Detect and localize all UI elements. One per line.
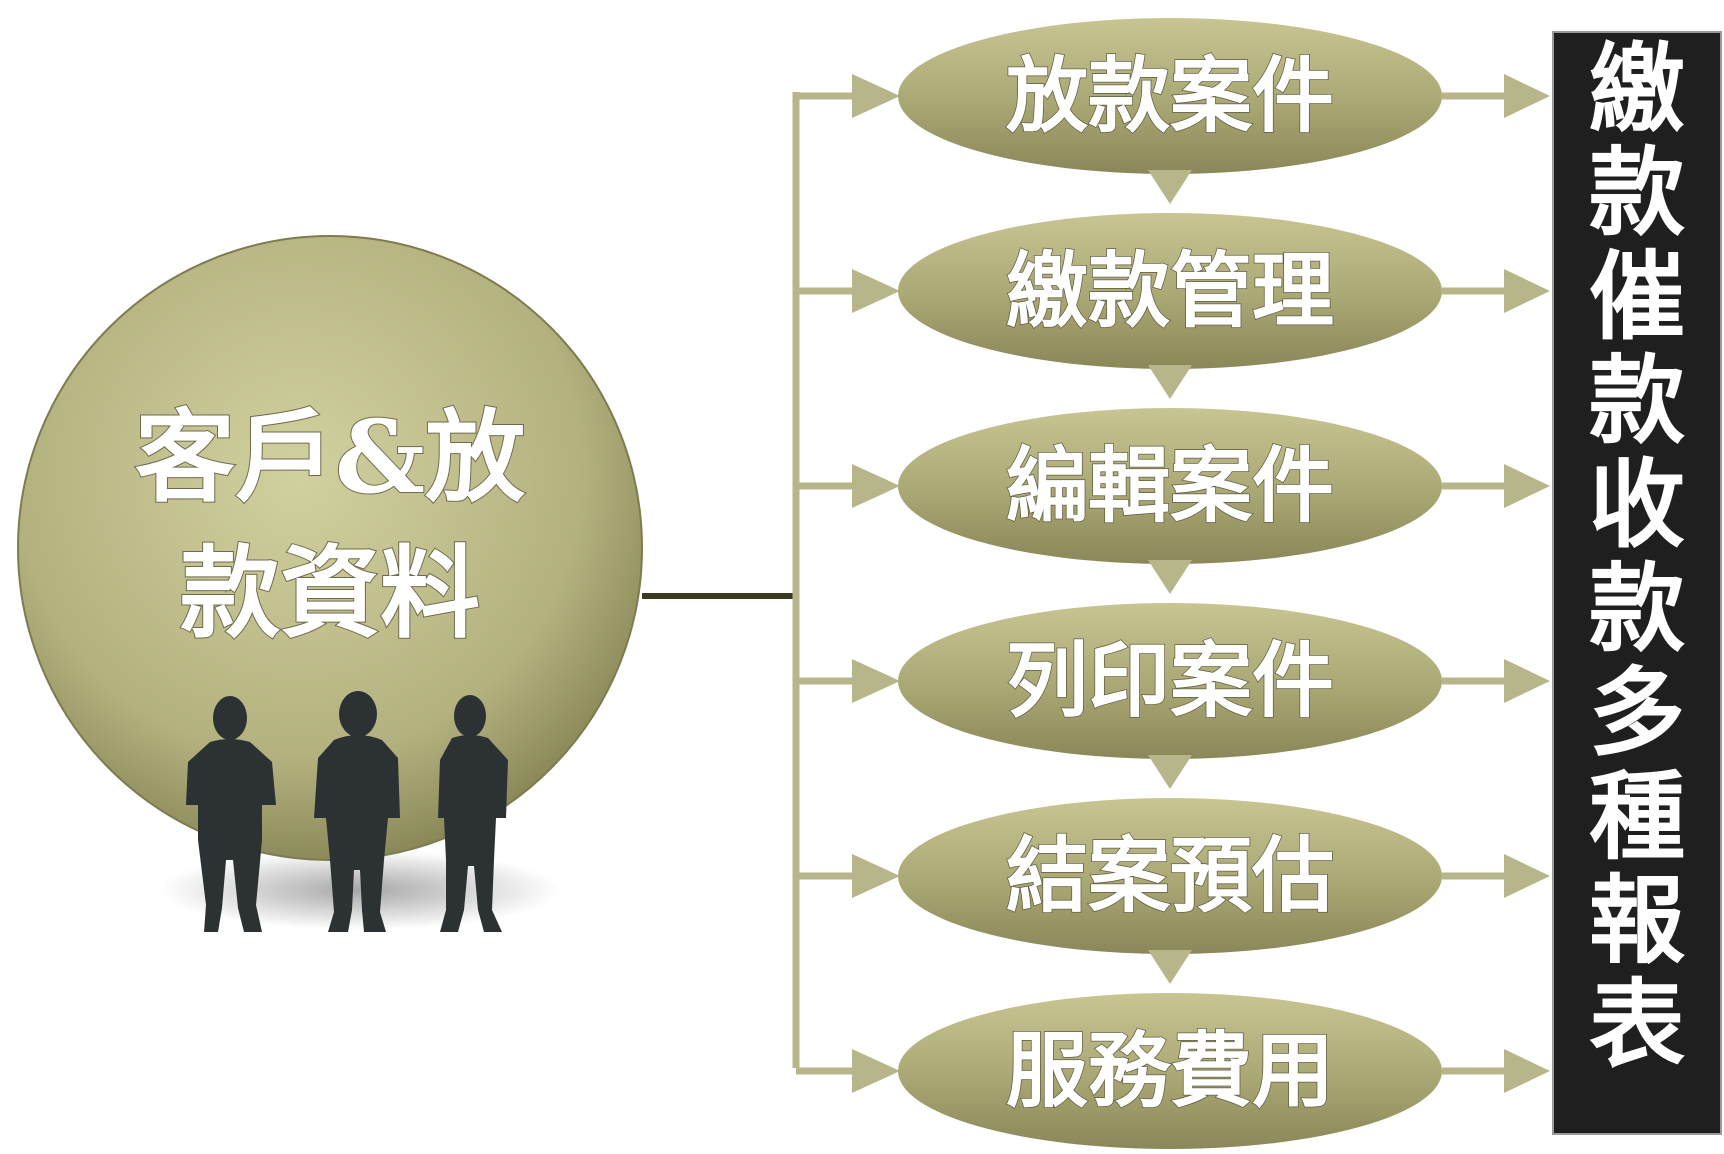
arrow-right-icon <box>852 854 900 898</box>
person-silhouette-1 <box>186 696 276 932</box>
report-title-char: 多 <box>1589 656 1685 769</box>
source-label-line1: 客戶&放 <box>135 398 525 516</box>
module-ellipse <box>898 213 1442 369</box>
report-title-char: 表 <box>1589 968 1685 1081</box>
arrow-down-icon <box>1148 755 1192 789</box>
module-node: 列印案件 <box>796 603 1550 789</box>
arrow-right-icon <box>1504 854 1550 898</box>
module-ellipse <box>898 993 1442 1149</box>
report-title-char: 報 <box>1589 864 1685 977</box>
arrow-right-icon <box>1504 269 1550 313</box>
report-title-char: 繳 <box>1589 32 1685 145</box>
module-label: 列印案件 <box>1006 633 1334 729</box>
arrow-down-icon <box>1148 365 1192 399</box>
module-ellipse <box>898 798 1442 954</box>
module-label: 編輯案件 <box>1006 438 1334 534</box>
module-ellipse <box>898 18 1442 174</box>
report-title-char: 催 <box>1589 240 1685 353</box>
module-label: 放款案件 <box>1006 48 1334 144</box>
module-label: 服務費用 <box>1006 1023 1334 1119</box>
report-background <box>1552 31 1722 1135</box>
arrow-right-icon <box>1504 464 1550 508</box>
arrow-right-icon <box>1504 1049 1550 1093</box>
arrow-right-icon <box>852 464 900 508</box>
module-label: 繳款管理 <box>1006 243 1334 339</box>
report-title-char: 款 <box>1589 136 1685 249</box>
arrow-right-icon <box>852 74 900 118</box>
person-silhouette-2 <box>314 691 400 932</box>
report-title-char: 種 <box>1589 760 1685 873</box>
three-people-silhouette-icon <box>186 691 508 932</box>
arrow-right-icon <box>852 1049 900 1093</box>
module-node: 編輯案件 <box>796 408 1550 594</box>
arrow-right-icon <box>852 269 900 313</box>
source-node: 客戶&放 款資料 <box>17 235 643 932</box>
arrow-right-icon <box>1504 74 1550 118</box>
module-node: 結案預估 <box>796 798 1550 984</box>
module-node: 服務費用 <box>796 993 1550 1149</box>
arrow-right-icon <box>852 659 900 703</box>
arrow-down-icon <box>1148 560 1192 594</box>
arrow-right-icon <box>1504 659 1550 703</box>
arrow-down-icon <box>1148 950 1192 984</box>
report-title-char: 款 <box>1589 552 1685 665</box>
module-ellipse <box>898 603 1442 759</box>
report-title-char: 收 <box>1589 448 1685 561</box>
module-label: 結案預估 <box>1006 828 1334 924</box>
module-ellipse <box>898 408 1442 564</box>
report-title-char: 款 <box>1589 344 1685 457</box>
module-node: 繳款管理 <box>796 213 1550 399</box>
module-node: 放款案件 <box>796 18 1550 204</box>
arrow-down-icon <box>1148 170 1192 204</box>
person-silhouette-3 <box>438 695 508 932</box>
source-label-line2: 款資料 <box>180 534 480 652</box>
